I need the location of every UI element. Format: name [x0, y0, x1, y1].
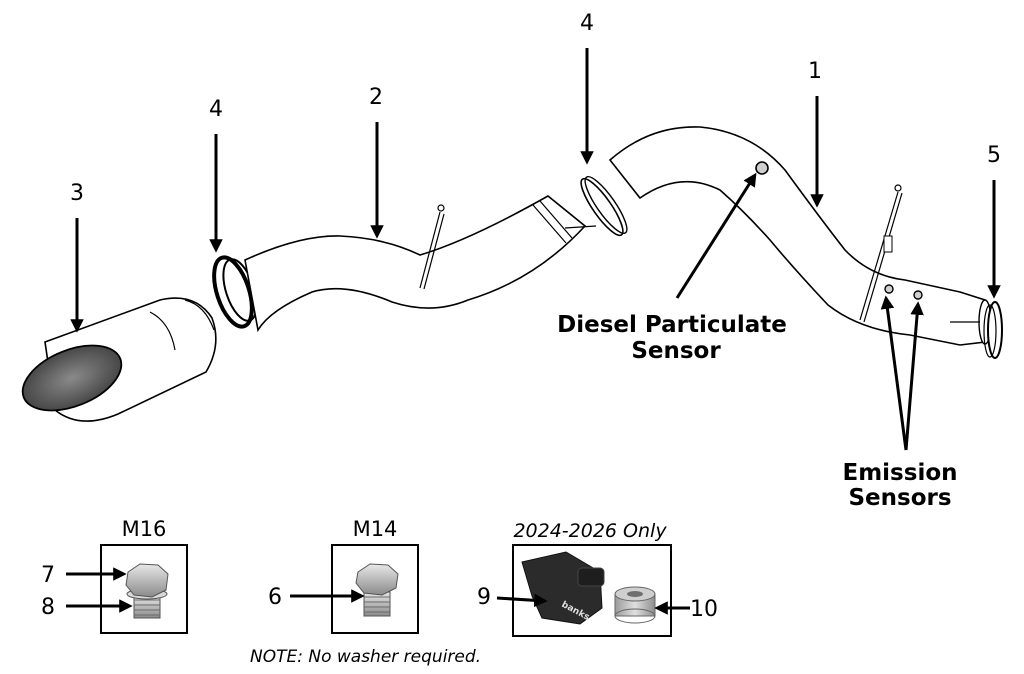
callout-5: 5 [987, 143, 1001, 299]
model-year-parts-box: 2024-2026 Only banks [512, 520, 672, 637]
m16-label: M16 [122, 517, 167, 541]
callout-8: 8 [41, 595, 133, 620]
svg-text:4: 4 [209, 97, 223, 122]
svg-text:1: 1 [808, 59, 822, 84]
m14-plug [355, 563, 399, 617]
callout-1: 1 [808, 59, 824, 208]
emission-sensor-port-2 [913, 290, 923, 300]
svg-text:9: 9 [477, 585, 491, 610]
svg-text:2: 2 [369, 85, 383, 110]
clamp-top [580, 175, 628, 237]
exhaust-tip [21, 297, 217, 422]
emission-sensor-port-1 [884, 284, 894, 294]
callout-4-top: 4 [580, 11, 594, 165]
diesel-particulate-sensor-label-2: Sensor [631, 338, 721, 364]
svg-text:4: 4 [580, 11, 594, 36]
emission-sensors-callout: Emission Sensors [843, 295, 958, 511]
diesel-particulate-sensor-port [755, 161, 769, 175]
svg-text:5: 5 [987, 143, 1001, 168]
emission-sensors-label: Emission [843, 460, 958, 486]
middle-pipe [244, 195, 597, 333]
callout-3: 3 [70, 181, 84, 333]
callout-7: 7 [41, 563, 127, 588]
diesel-particulate-sensor-callout: Diesel Particulate Sensor [557, 172, 787, 364]
callout-10: 10 [654, 597, 718, 622]
svg-text:3: 3 [70, 181, 84, 206]
callout-6: 6 [268, 585, 365, 610]
m14-plug-box: M14 [331, 517, 419, 634]
diesel-particulate-sensor-label: Diesel Particulate [557, 312, 787, 338]
m16-plug-with-washer [125, 563, 169, 619]
svg-text:8: 8 [41, 595, 55, 620]
svg-text:6: 6 [268, 585, 282, 610]
callout-2: 2 [369, 85, 384, 239]
front-pipe [608, 126, 992, 346]
svg-text:7: 7 [41, 563, 55, 588]
m14-label: M14 [353, 517, 398, 541]
callout-9: 9 [477, 585, 548, 610]
callout-4-left: 4 [209, 97, 223, 253]
sensor-spacer [614, 586, 656, 624]
clamp-left [212, 255, 258, 329]
tip-opening [21, 344, 123, 412]
no-washer-note: NOTE: No washer required. [250, 647, 481, 667]
model-year-label: 2024-2026 Only [513, 520, 667, 542]
clamp-right [983, 301, 1003, 359]
m16-plug-box: M16 [100, 517, 188, 634]
svg-text:10: 10 [690, 597, 718, 622]
emission-sensors-label-2: Sensors [848, 485, 951, 511]
